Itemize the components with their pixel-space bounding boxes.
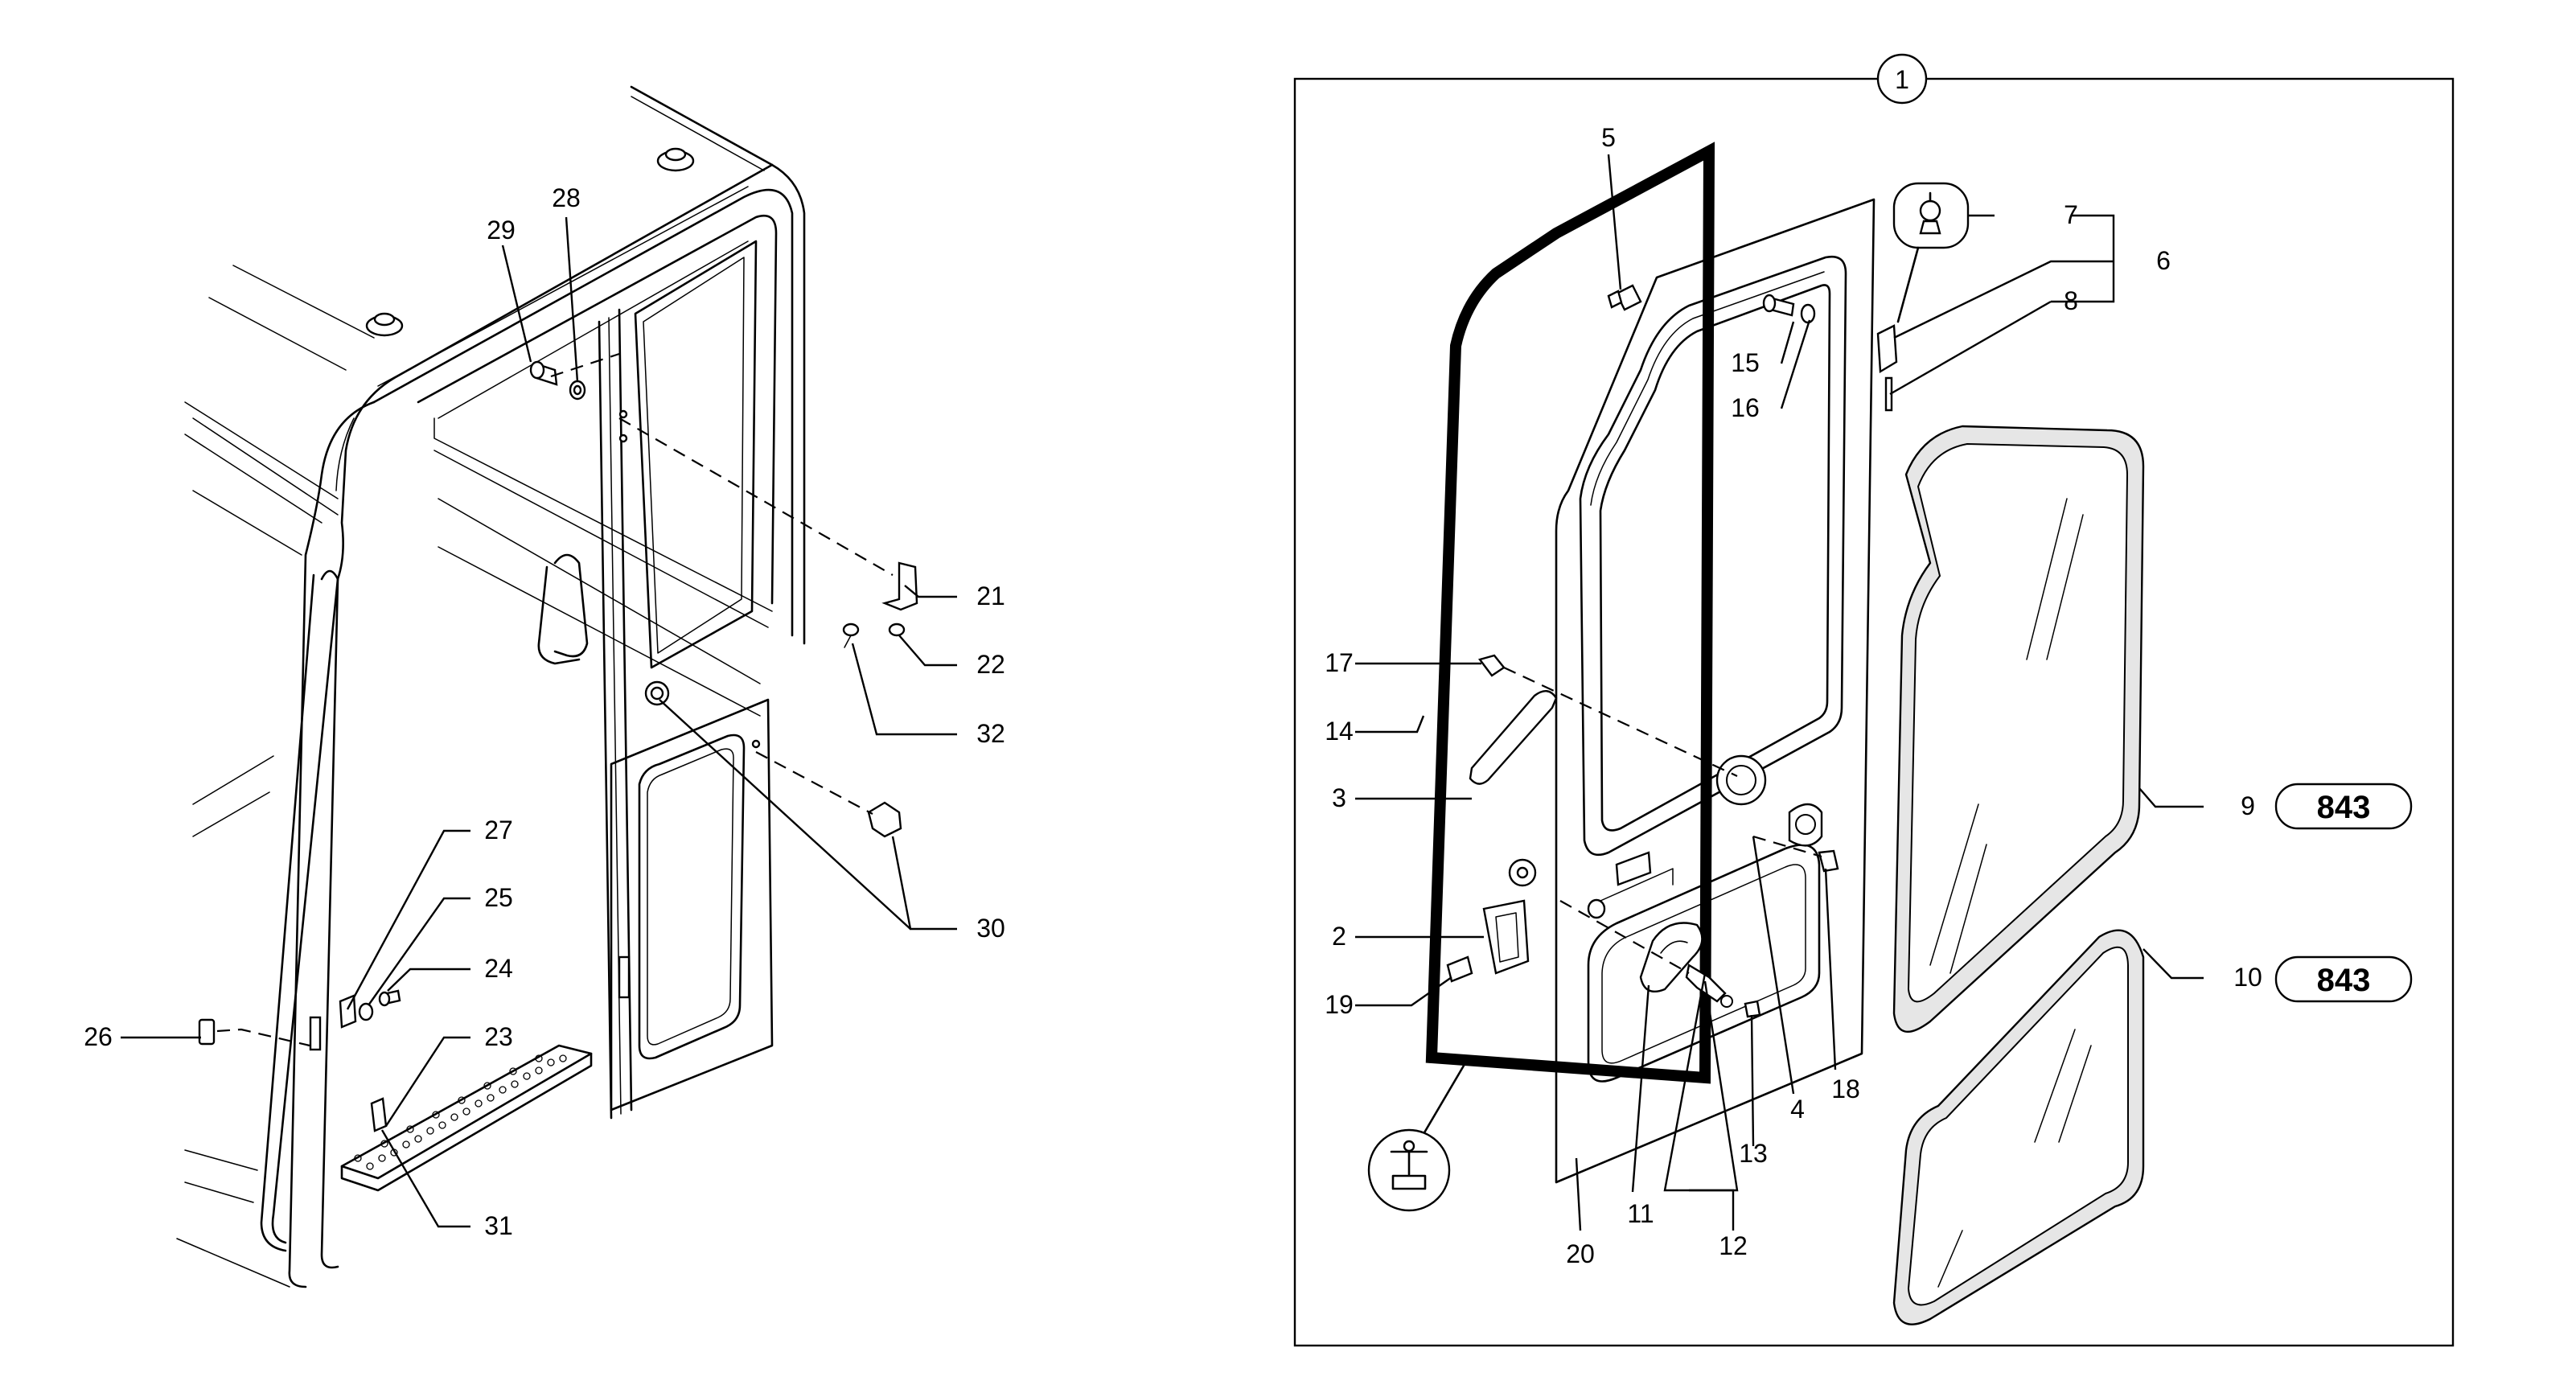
callout-11: 11 bbox=[1627, 1199, 1654, 1228]
callout-26: 26 bbox=[84, 1022, 113, 1051]
reference-box-9 bbox=[2274, 783, 2413, 830]
callout-27: 27 bbox=[484, 816, 513, 844]
callout-20: 20 bbox=[1566, 1239, 1595, 1268]
callout-5: 5 bbox=[1601, 123, 1616, 152]
cab-assembly bbox=[176, 85, 918, 1288]
callout-23: 23 bbox=[484, 1022, 513, 1051]
callout-6: 6 bbox=[2156, 246, 2171, 275]
hinge-6 bbox=[1876, 324, 1898, 374]
callout-31: 31 bbox=[484, 1211, 513, 1240]
latch-2 bbox=[1482, 899, 1530, 975]
callout-labels: 21 22 32 30 27 25 24 23 31 26 29 28 5 7 … bbox=[84, 123, 2262, 1268]
callout-22: 22 bbox=[976, 650, 1005, 679]
step-holes bbox=[354, 1054, 567, 1170]
callout-19: 19 bbox=[1325, 990, 1354, 1019]
callout-14: 14 bbox=[1325, 717, 1354, 746]
callout-30: 30 bbox=[976, 914, 1005, 943]
reference-843-9: 843 bbox=[2317, 790, 2371, 825]
callout-13: 13 bbox=[1739, 1139, 1768, 1168]
door-seal-14 bbox=[1425, 142, 1715, 1084]
callout-15: 15 bbox=[1731, 348, 1760, 377]
striker-30 bbox=[867, 801, 902, 838]
door-assembly-box: 1 bbox=[1293, 53, 2455, 1347]
callout-21: 21 bbox=[976, 581, 1005, 610]
callout-25: 25 bbox=[484, 883, 513, 912]
callout-9: 9 bbox=[2241, 791, 2255, 820]
callout-7: 7 bbox=[2064, 200, 2078, 229]
callout-12: 12 bbox=[1719, 1231, 1748, 1260]
reference-843-10: 843 bbox=[2317, 963, 2371, 998]
callout-17: 17 bbox=[1325, 648, 1354, 677]
plate-26 bbox=[198, 1018, 216, 1046]
leader-lines bbox=[121, 154, 2204, 1231]
callout-32: 32 bbox=[976, 719, 1005, 748]
inner-handle-11 bbox=[1639, 922, 1703, 993]
callout-3: 3 bbox=[1332, 783, 1346, 812]
hinge-21 bbox=[881, 561, 918, 611]
callout-10: 10 bbox=[2233, 963, 2262, 992]
door-panel-20 bbox=[1555, 198, 1876, 1184]
callout-8: 8 bbox=[2064, 286, 2078, 315]
handle-3 bbox=[1469, 690, 1558, 785]
callout-1: 1 bbox=[1895, 65, 1909, 94]
callout-4: 4 bbox=[1790, 1095, 1805, 1124]
callout-2: 2 bbox=[1332, 922, 1346, 951]
reference-box-10 bbox=[2274, 955, 2413, 1003]
callout-24: 24 bbox=[484, 954, 513, 983]
callout-18: 18 bbox=[1831, 1075, 1860, 1103]
callout-28: 28 bbox=[552, 183, 581, 212]
callout-29: 29 bbox=[487, 216, 516, 244]
callout-16: 16 bbox=[1731, 393, 1760, 422]
